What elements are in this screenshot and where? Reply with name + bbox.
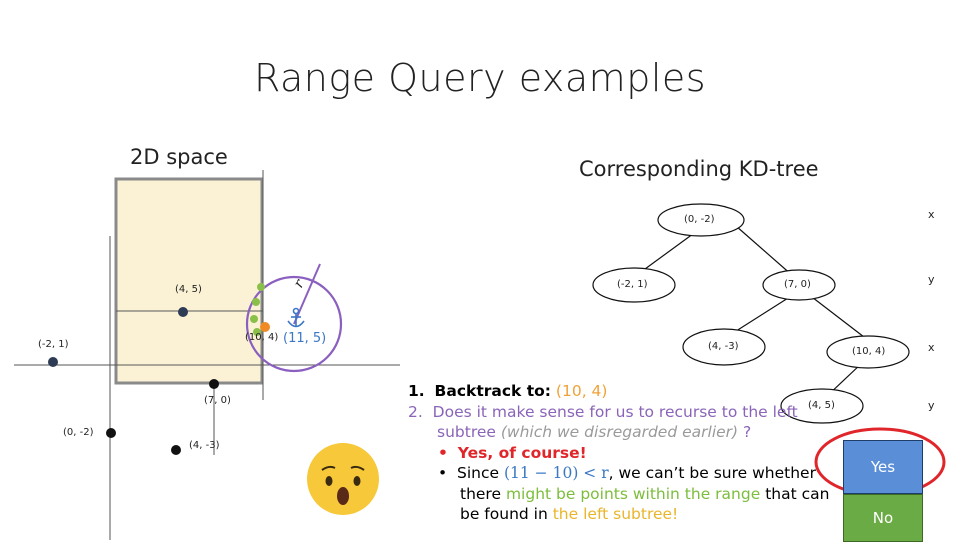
level-axis-label: y [928,273,935,286]
tree-label-root: (0, -2) [684,214,715,225]
point-0-neg2 [106,428,116,438]
sub-item: • Yes, of course! [438,443,587,462]
point-10-4 [260,322,270,332]
list-item: 2. Does it make sense for us to recurse … [408,402,798,421]
green-dot [250,315,258,323]
label-10-4: (10, 4) [245,332,279,343]
slide-title: Range Query examples [253,56,707,100]
label-4-neg3: (4, -3) [189,440,220,451]
range-circle [245,275,343,373]
surprised-face-icon [307,443,379,515]
label-4-5: (4, 5) [175,284,202,295]
yes-button[interactable]: Yes [843,440,923,494]
tree-label-rrl: (4, 5) [808,400,835,411]
green-dot [252,298,260,306]
anchor-icon [287,307,305,328]
sub-item-cont: be found in the left subtree! [460,505,679,523]
point-neg2-1 [48,357,58,367]
no-button[interactable]: No [843,494,923,542]
level-axis-label: x [928,208,935,221]
tree-node-left [592,267,676,303]
sub-item-cont: there might be points within the range t… [460,484,830,503]
tree-label-right: (7, 0) [784,279,811,290]
green-dot [257,283,265,291]
tree-node-root [657,203,745,237]
tree-edges [644,225,865,398]
query-region-rect [114,177,264,385]
point-7-0 [209,379,219,389]
right-heading: Corresponding KD-tree [579,157,819,181]
label-7-0: (7, 0) [204,395,231,406]
label-neg2-1: (-2, 1) [38,339,69,350]
tree-node-right [762,269,836,301]
tree-label-left: (-2, 1) [617,279,648,290]
tree-node-rrl [780,388,864,424]
tree-node-rl [682,328,766,366]
level-axis-label: y [928,399,935,412]
radius-line [293,263,321,325]
label-0-neg2: (0, -2) [63,427,94,438]
point-4-5 [178,307,188,317]
explanation-list: 1. Backtrack to: (10, 4) 2. Does it make… [408,381,830,525]
green-dot [253,328,261,336]
level-axis-label: x [928,341,935,354]
list-item-cont: subtree (which we disregarded earlier) ? [437,423,752,441]
tree-node-rr [826,335,910,369]
tree-label-rr: (10, 4) [852,346,886,357]
list-item: 1. Backtrack to: (10, 4) [408,382,608,400]
label-query-point: (11, 5) [283,331,327,346]
point-4-neg3 [171,445,181,455]
tree-label-rl: (4, -3) [708,341,739,352]
left-heading: 2D space [130,145,228,169]
sub-item: • Since (11 − 10) < r, we can’t be sure … [438,464,816,482]
